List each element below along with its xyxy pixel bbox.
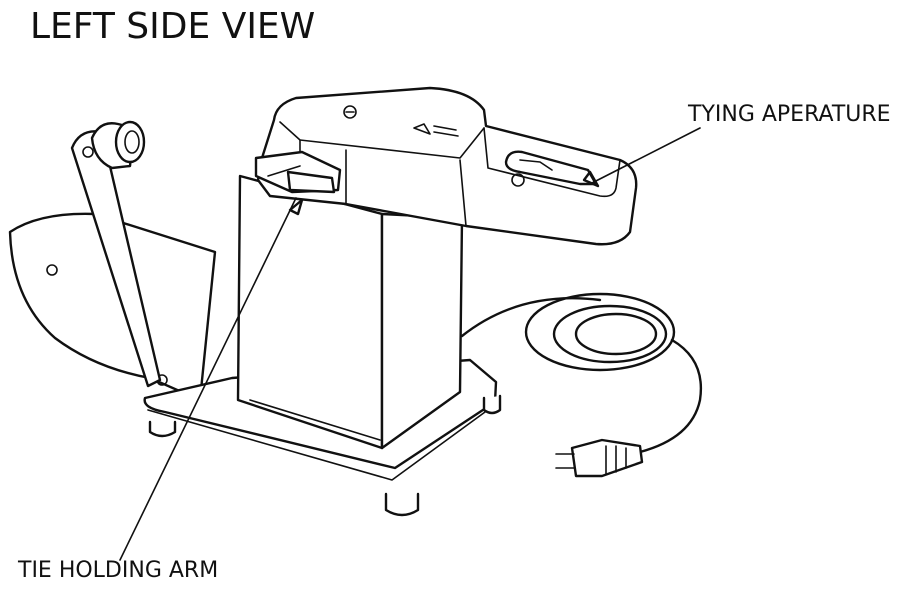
tie-holding-arm-part [254, 150, 342, 194]
power-cord [460, 292, 703, 454]
side-bracket [8, 212, 217, 402]
crank-handle [70, 120, 162, 388]
power-plug [555, 438, 644, 478]
head-housing [256, 86, 638, 246]
view-title: LEFT SIDE VIEW [30, 6, 316, 47]
callout-tie-holding-arm: TIE HOLDING ARM [18, 558, 219, 583]
callout-leaders [119, 127, 701, 561]
callout-tying-aperture: TYING APERATURE [688, 102, 891, 127]
